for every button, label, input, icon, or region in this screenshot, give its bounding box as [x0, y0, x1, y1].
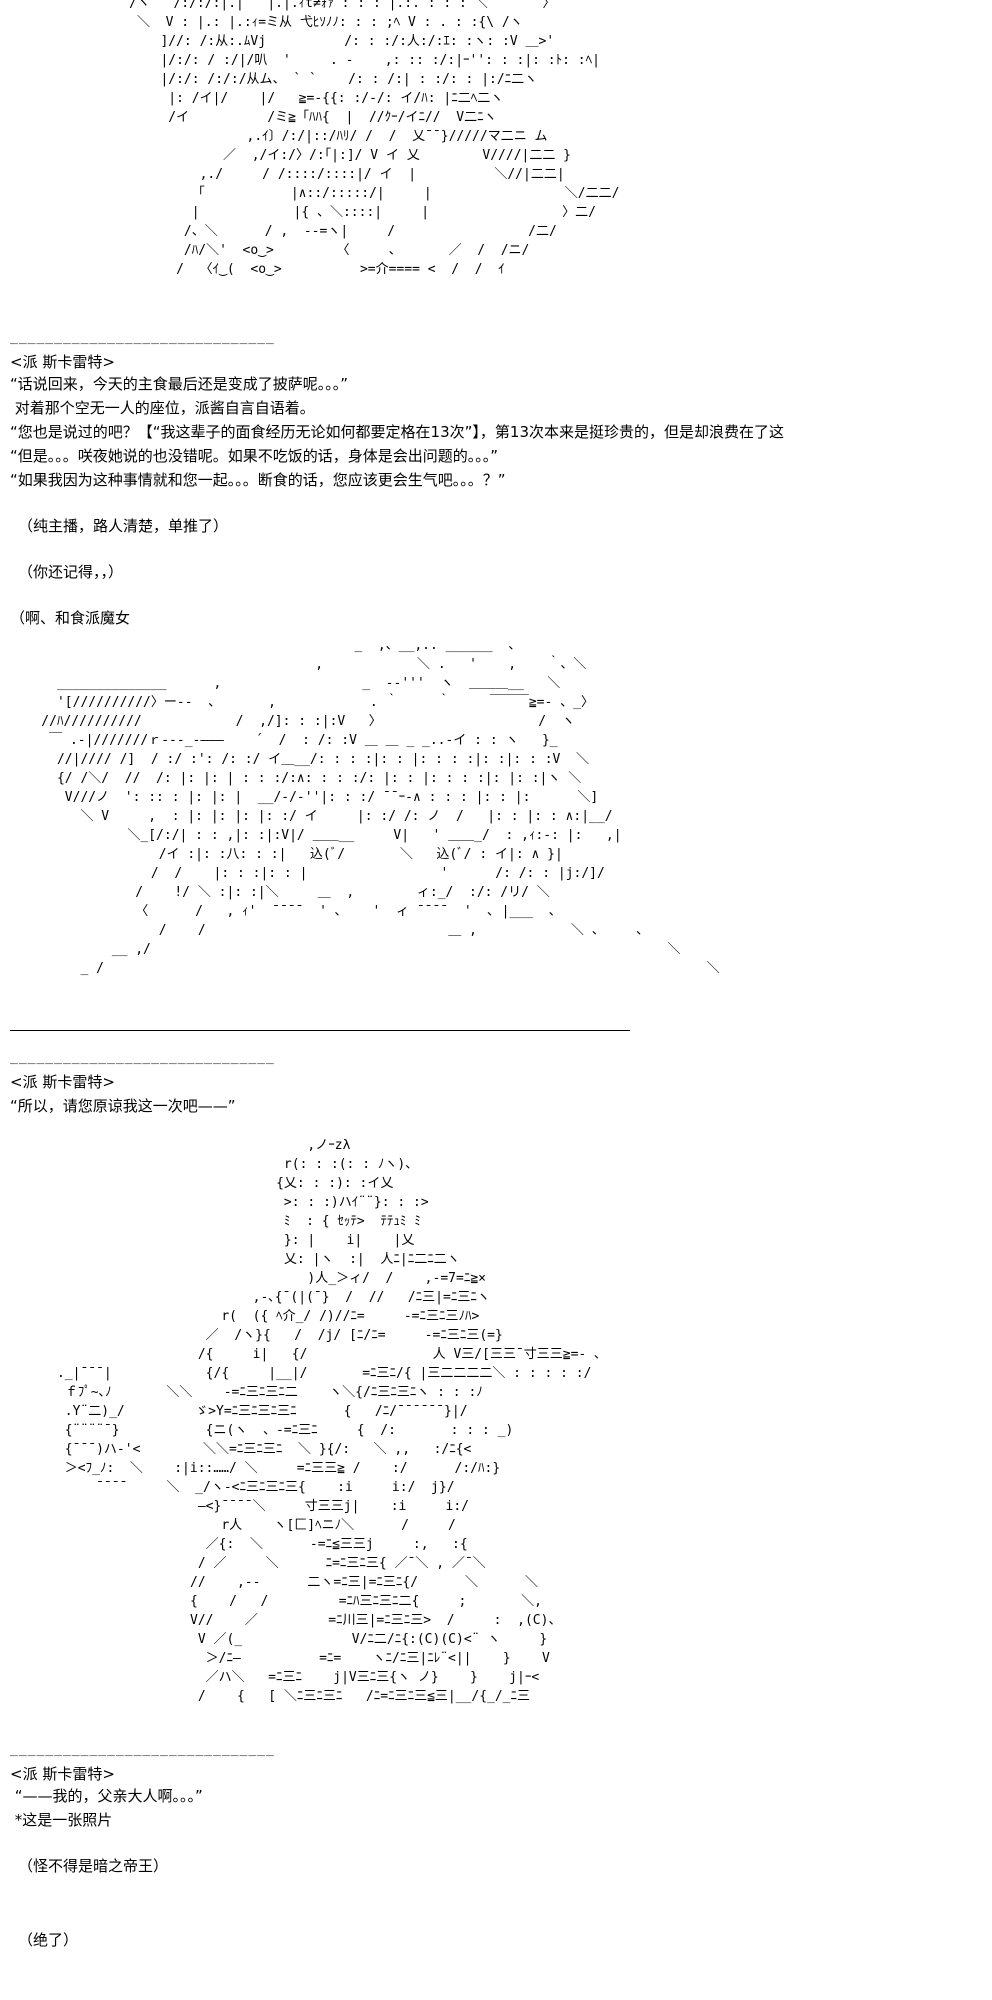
narration-line: *这是一张照片: [10, 1811, 113, 1829]
comment-line: （怪不得是暗之帝王）: [18, 1857, 169, 1875]
ground-line: [10, 1030, 630, 1031]
separator-rule: ______________________________: [10, 330, 275, 345]
dialogue-line: “所以，请您原谅我这一次吧——”: [10, 1097, 236, 1115]
ascii-art-top: /ヽ /:/:/:|.| |.|.ｨt≠ｫｧ : : : |.:. : : : …: [129, 0, 620, 277]
dialogue-line: “如果我因为这种事情就和您一起。。。断食的话，您应该更会生气吧。。。？”: [10, 471, 506, 489]
ascii-art-middle: _ ,、__,.. ______ 、 , ＼ . ' , ｀、＼ _______…: [41, 638, 720, 976]
separator-rule: ______________________________: [10, 1050, 275, 1065]
comment-line: （纯主播，路人清楚，单推了）: [18, 517, 229, 535]
speaker-label: <派 斯卡雷特>: [10, 353, 115, 371]
separator-rule: ______________________________: [10, 1742, 275, 1757]
comment-line: （绝了）: [18, 1931, 79, 1949]
speaker-label: <派 斯卡雷特>: [10, 1765, 115, 1783]
speaker-label: <派 斯卡雷特>: [10, 1073, 115, 1091]
comment-line: （你还记得，，）: [18, 563, 124, 581]
comment-line: （啊、和食派魔女: [10, 609, 131, 627]
narration-line: 对着那个空无一人的座位，派酱自言自语着。: [10, 399, 315, 417]
dialogue-line: “话说回来，今天的主食最后还是变成了披萨呢。。。”: [10, 375, 349, 393]
dialogue-line: “但是。。。咲夜她说的也没错呢。如果不吃饭的话，身体是会出问题的。。。”: [10, 447, 499, 465]
dialogue-line: “您也是说过的吧？【“我这辈子的面食经历无论如何都要定格在13次”】，第13次本…: [10, 423, 784, 441]
ascii-art-bottom: ,ノｰzλ r(: : :(: : ﾉヽ)、 {乂: : :): :イ乂 >: …: [56, 1138, 601, 1704]
dialogue-line: “——我的，父亲大人啊。。。”: [10, 1787, 203, 1805]
